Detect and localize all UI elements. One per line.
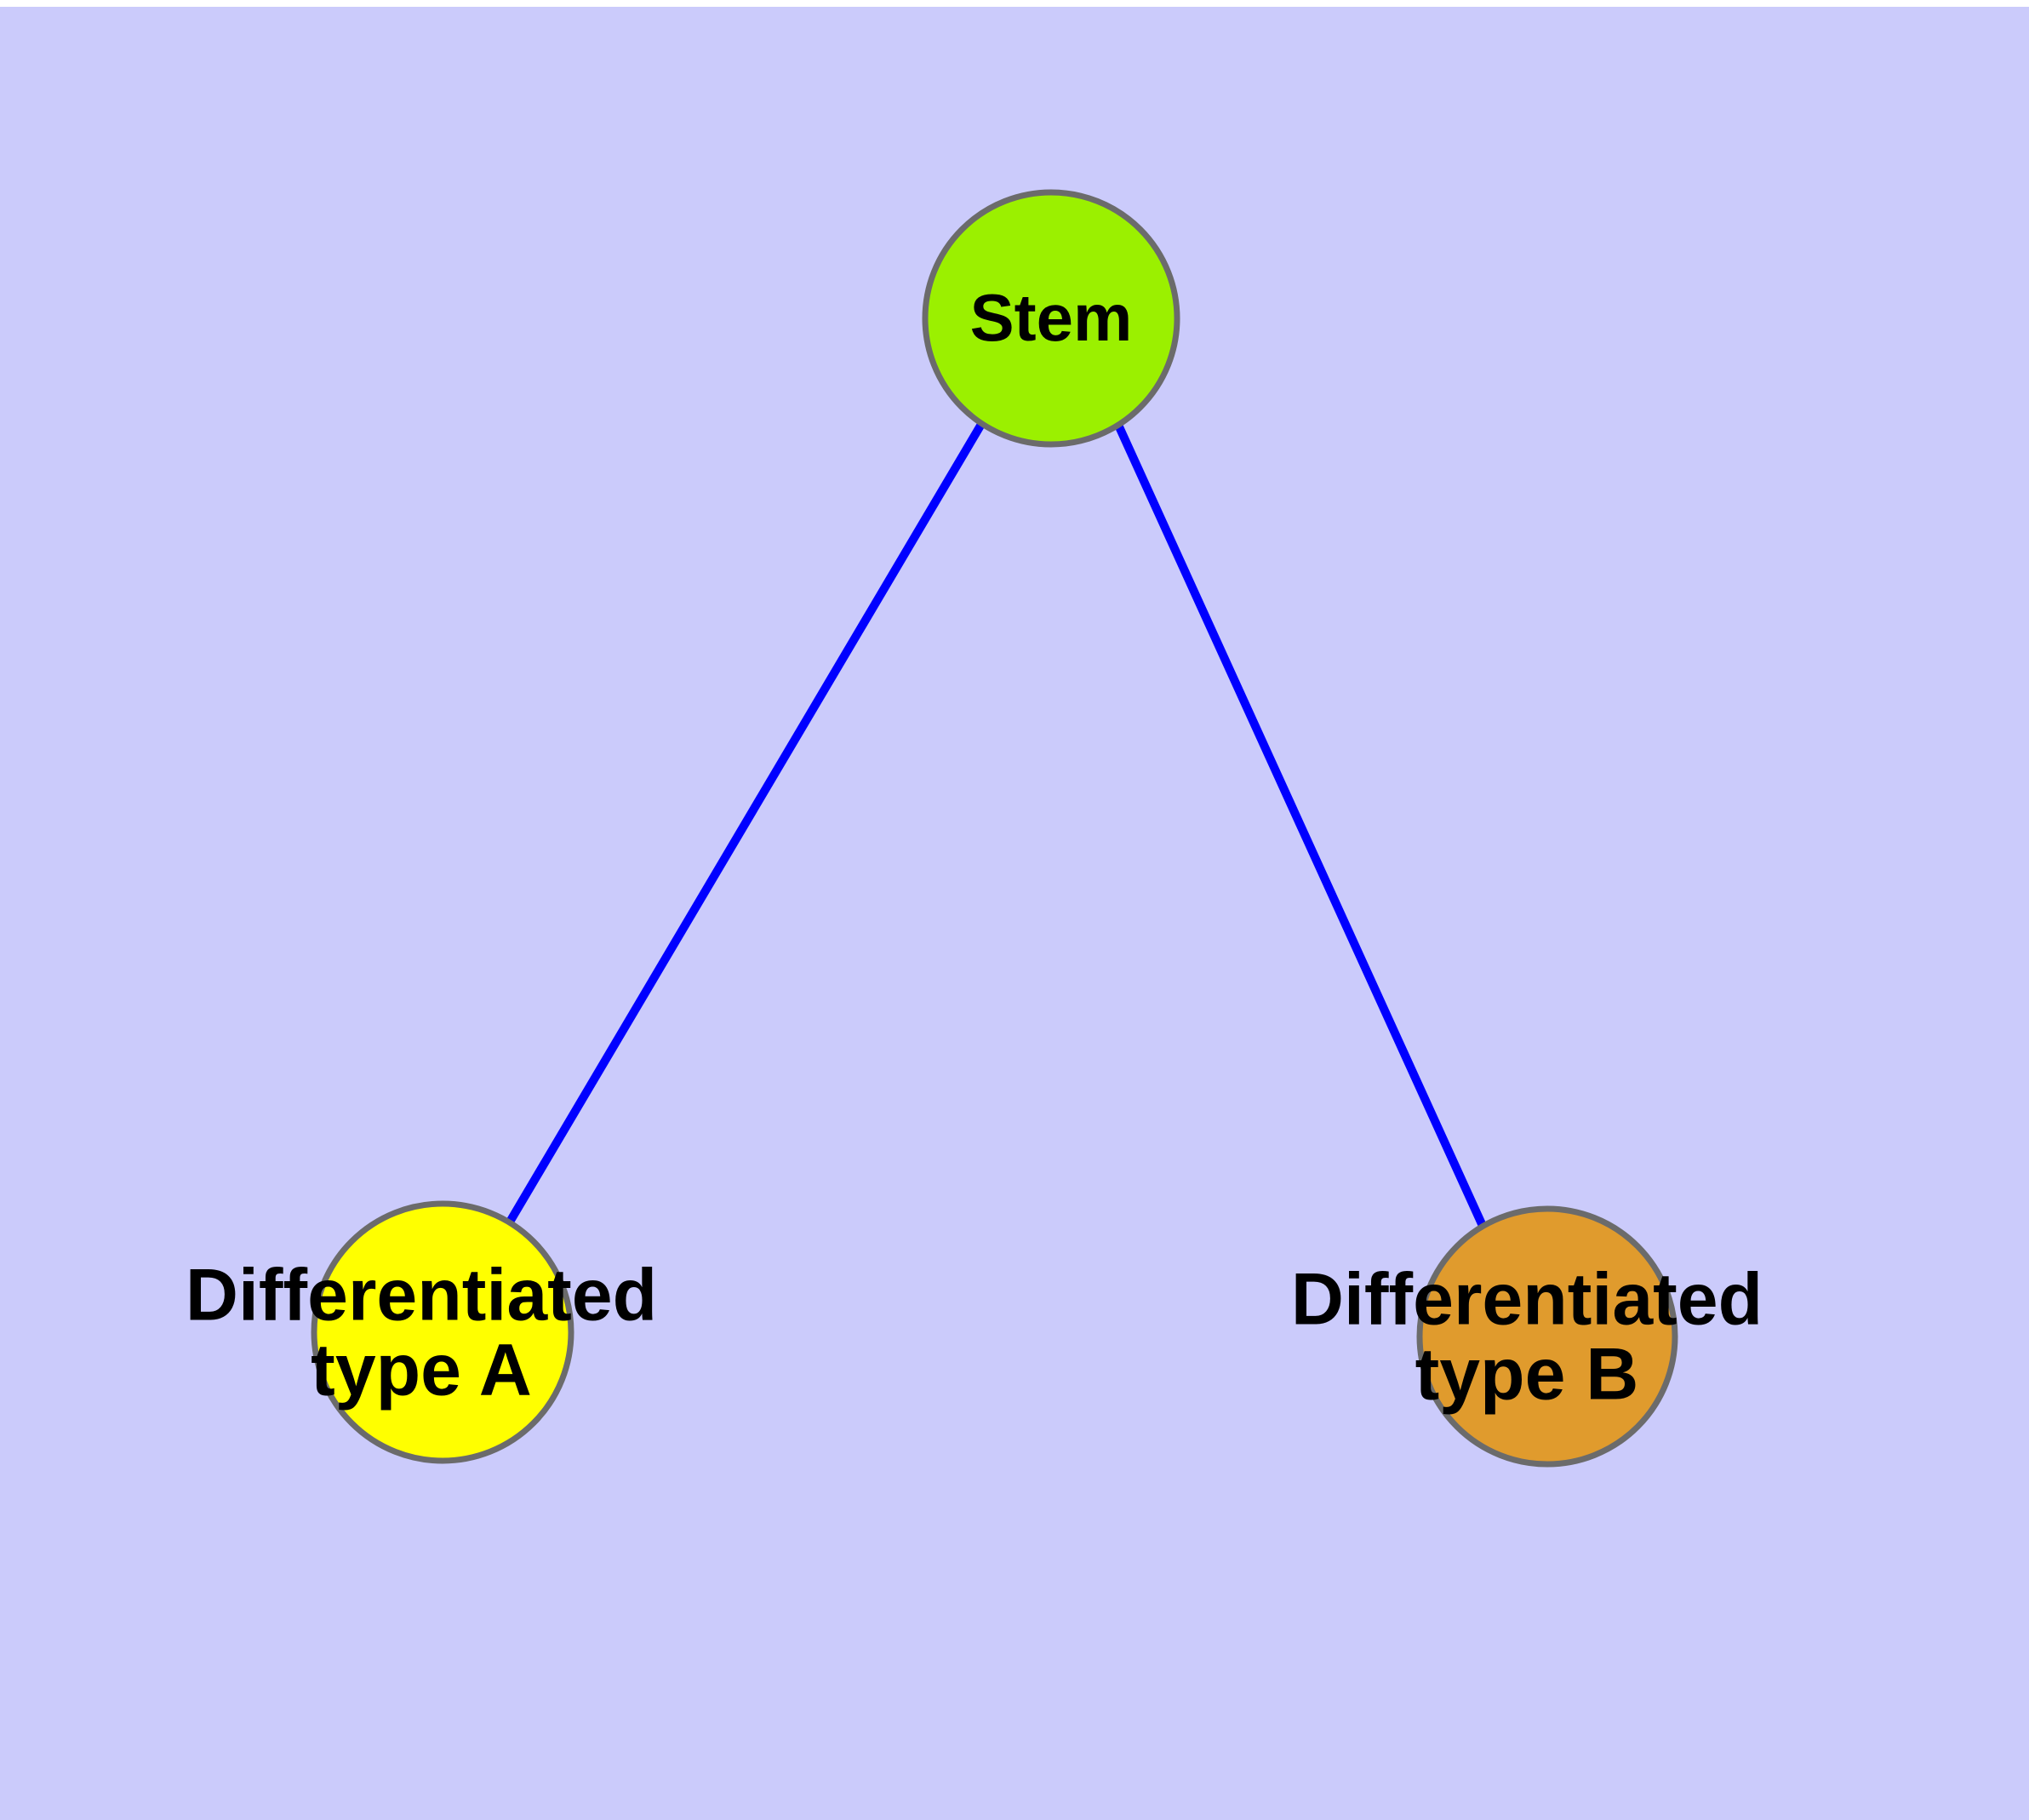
edge-stem-to-diff-a[interactable] [505,423,985,1226]
edge-layer [505,421,1487,1228]
node-differentiated-type-a[interactable] [311,1200,574,1464]
edge-stem-to-diff-b[interactable] [1113,421,1487,1228]
node-stem[interactable] [922,189,1180,448]
node-differentiated-type-b[interactable] [1416,1205,1678,1468]
node-layer [311,189,1678,1468]
